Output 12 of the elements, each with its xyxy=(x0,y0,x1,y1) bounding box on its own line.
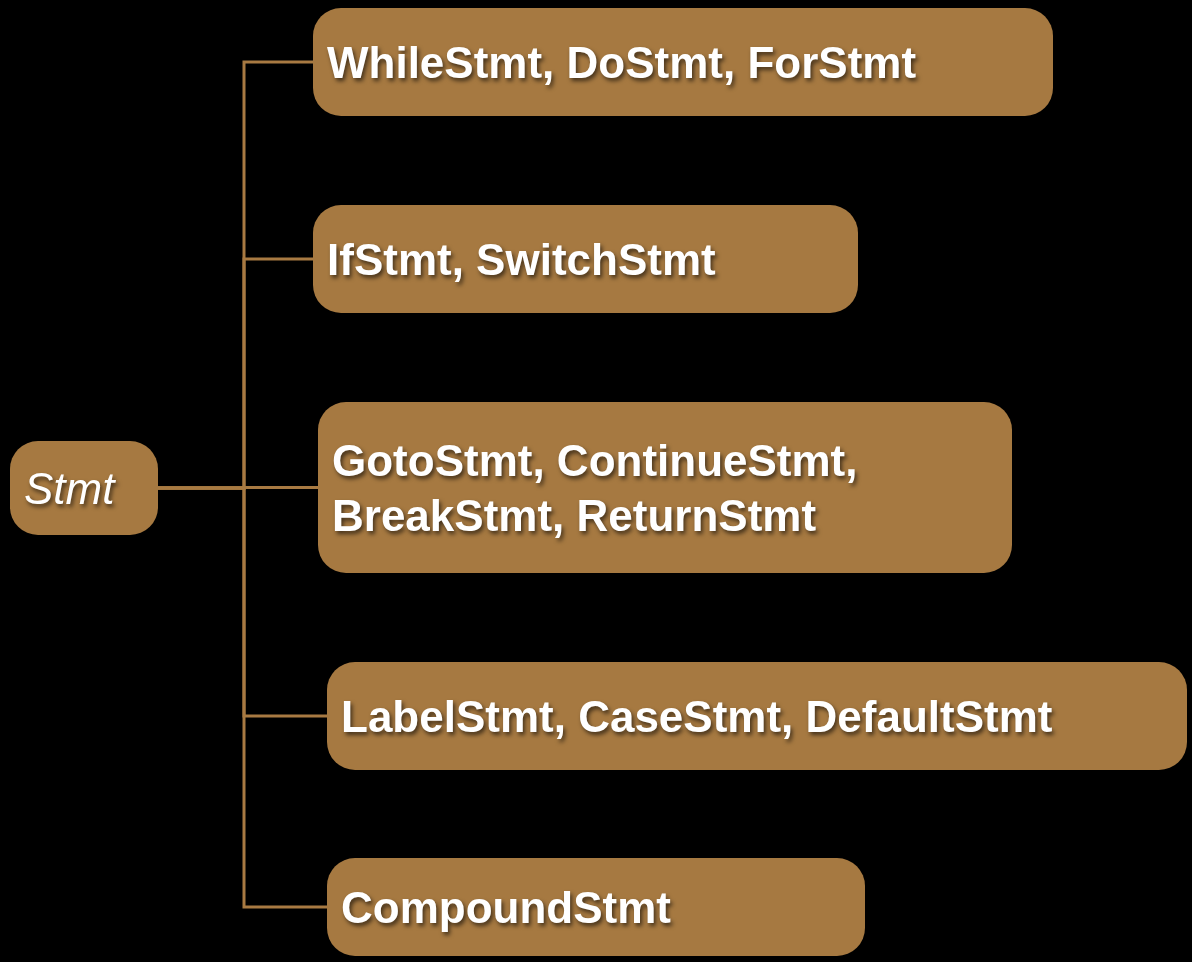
statement-box xyxy=(313,205,858,313)
statement-box xyxy=(327,858,865,956)
statement-label: LabelStmt, CaseStmt, DefaultStmt xyxy=(341,690,1053,743)
statement-label: Stmt xyxy=(24,462,115,515)
statement-box xyxy=(10,441,158,535)
statement-label: IfStmt, SwitchStmt xyxy=(327,233,716,286)
statement-label: CompoundStmt xyxy=(341,881,671,934)
statement-label: WhileStmt, DoStmt, ForStmt xyxy=(327,36,917,89)
statement-label: GotoStmt, ContinueStmt, BreakStmt, ReturnStmt xyxy=(332,434,859,542)
statement-box xyxy=(327,662,1187,770)
statement-box xyxy=(313,8,1053,116)
statement-box xyxy=(318,402,1012,573)
